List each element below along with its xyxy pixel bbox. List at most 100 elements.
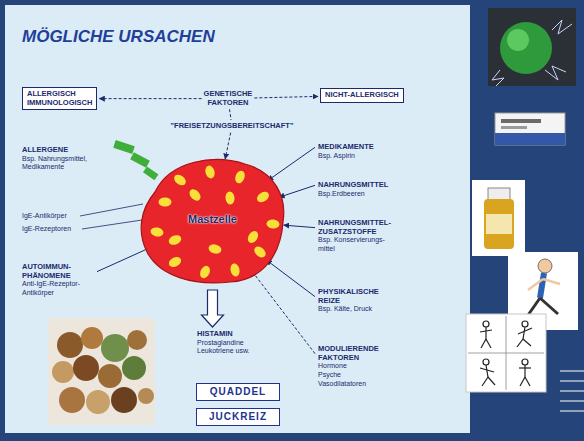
nut-photo xyxy=(81,327,103,349)
node-text: "FREISETZUNGSBEREITSCHAFT" xyxy=(171,122,294,131)
cause-text: MODULIERENDE FAKTORENHormone Psyche Vaso… xyxy=(318,345,379,389)
nut-photo xyxy=(52,361,74,383)
decorative-lines xyxy=(560,371,584,411)
cell-body xyxy=(252,244,268,259)
virus-photo xyxy=(500,22,552,74)
allergen-particles xyxy=(143,167,158,181)
cell-body xyxy=(159,198,172,207)
pictogram-photo xyxy=(480,321,532,386)
nut-photo xyxy=(101,334,129,362)
cause-text: ALLERGENEBsp. Nahrungsmittel, Medikament… xyxy=(22,146,104,172)
nut-photo xyxy=(57,332,83,358)
connector xyxy=(225,133,231,159)
connector xyxy=(99,98,201,99)
pictogram-photo xyxy=(517,339,523,347)
pictogram-photo xyxy=(522,321,528,327)
node-text: Prostaglandine Leukotriene usw. xyxy=(197,339,261,357)
pictogram-photo xyxy=(524,365,525,377)
pictogram-photo xyxy=(520,377,525,386)
node-text: MODULIERENDE FAKTOREN xyxy=(318,345,379,362)
category-box: NICHT-ALLERGISCH xyxy=(320,88,404,103)
leader-line xyxy=(82,220,142,229)
cause-text: NAHRUNGSMITTELBsp.Erdbeeren xyxy=(318,181,388,198)
virus-photo xyxy=(492,70,504,86)
cell-body xyxy=(204,165,216,180)
pill-package-photo xyxy=(501,119,541,123)
mast-cell: Mastzelle xyxy=(135,152,290,287)
nut-photo xyxy=(98,364,122,388)
connector xyxy=(268,147,315,180)
node-text: Bsp. Nahrungsmittel, Medikamente xyxy=(22,155,104,173)
cell-body xyxy=(167,233,182,246)
cell-body xyxy=(141,160,284,283)
node-text: ALLERGENE xyxy=(22,146,104,155)
node-text: NICHT-ALLERGISCH xyxy=(325,91,399,100)
cell-body xyxy=(246,229,260,245)
bottle-photo xyxy=(472,180,525,256)
cell-body xyxy=(233,169,246,184)
decorative-lines xyxy=(560,391,584,392)
jogger-photo xyxy=(528,279,543,290)
cell-body xyxy=(266,219,280,229)
nut-photo xyxy=(86,390,110,414)
cell-body xyxy=(198,264,212,280)
pictogram-photo xyxy=(518,328,532,334)
pictogram-photo xyxy=(483,321,489,327)
pictogram-photo xyxy=(468,353,544,354)
jogger-photo xyxy=(538,259,552,273)
nut-photo xyxy=(127,330,147,350)
symptom-box: QUADDEL xyxy=(196,383,280,401)
pill-package-photo xyxy=(501,126,527,129)
cause-text: MEDIKAMENTEBsp. Aspirin xyxy=(318,143,374,160)
node-text: Hormone Psyche Vasodilatatoren xyxy=(318,362,366,388)
leader-line xyxy=(80,204,143,229)
pictogram-photo xyxy=(488,377,495,385)
pictogram-photo xyxy=(525,377,530,386)
connector xyxy=(230,109,232,120)
node-text: Bsp. Aspirin xyxy=(318,152,374,161)
leader-line xyxy=(80,204,143,216)
jogger-photo xyxy=(540,273,544,298)
mediator-text: HISTAMINProstaglandine Leukotriene usw. xyxy=(197,330,261,356)
node-text: AUTOIMMUN- PHÄNOMENE xyxy=(22,263,71,280)
nut-photo xyxy=(48,318,155,425)
connector xyxy=(252,271,315,354)
cause-text: PHYSIKALISCHE REIZEBsp. Kälte, Druck xyxy=(318,288,379,314)
block-arrow xyxy=(202,290,224,327)
pictogram-photo xyxy=(483,359,489,365)
factor-label: "FREISETZUNGSBEREITSCHAFT" xyxy=(171,122,294,131)
nut-photo xyxy=(59,387,85,413)
nut-photo xyxy=(138,388,154,404)
cell-body xyxy=(150,226,164,237)
cause-text: AUTOIMMUN- PHÄNOMENEAnti-IgE-Rezeptor- A… xyxy=(22,263,94,298)
allergen-particles xyxy=(113,140,134,154)
pictogram-photo xyxy=(482,377,488,386)
connector xyxy=(284,225,315,227)
node-text: Bsp. Konservierungs- mittel xyxy=(318,236,403,254)
allergen-particles xyxy=(130,152,150,168)
nut-photo xyxy=(122,356,146,380)
node-text: NAHRUNGSMITTEL xyxy=(318,181,388,190)
category-box: ALLERGISCH IMMUNOLOGISCH xyxy=(22,87,97,110)
diagram-title: MÖGLICHE URSACHEN xyxy=(22,27,215,47)
node-text: QUADDEL xyxy=(197,386,279,398)
virus-photo xyxy=(488,8,576,86)
node-text: JUCKREIZ xyxy=(197,411,279,423)
node-text: PHYSIKALISCHE REIZE xyxy=(318,288,379,305)
factor-label: GENETISCHE FAKTOREN xyxy=(204,90,253,107)
jogger-photo xyxy=(543,279,560,284)
node-text: Bsp.Erdbeeren xyxy=(318,190,388,199)
pictogram-photo xyxy=(486,365,488,377)
decorative-lines xyxy=(560,401,584,402)
pill-package-photo xyxy=(495,133,565,145)
node-text: ALLERGISCH IMMUNOLOGISCH xyxy=(27,90,92,107)
node-text: Bsp. Kälte, Druck xyxy=(318,305,379,314)
cell-body xyxy=(255,190,271,205)
decorative-lines xyxy=(560,381,584,382)
cell-body xyxy=(167,255,183,269)
pictogram-photo xyxy=(486,339,491,348)
